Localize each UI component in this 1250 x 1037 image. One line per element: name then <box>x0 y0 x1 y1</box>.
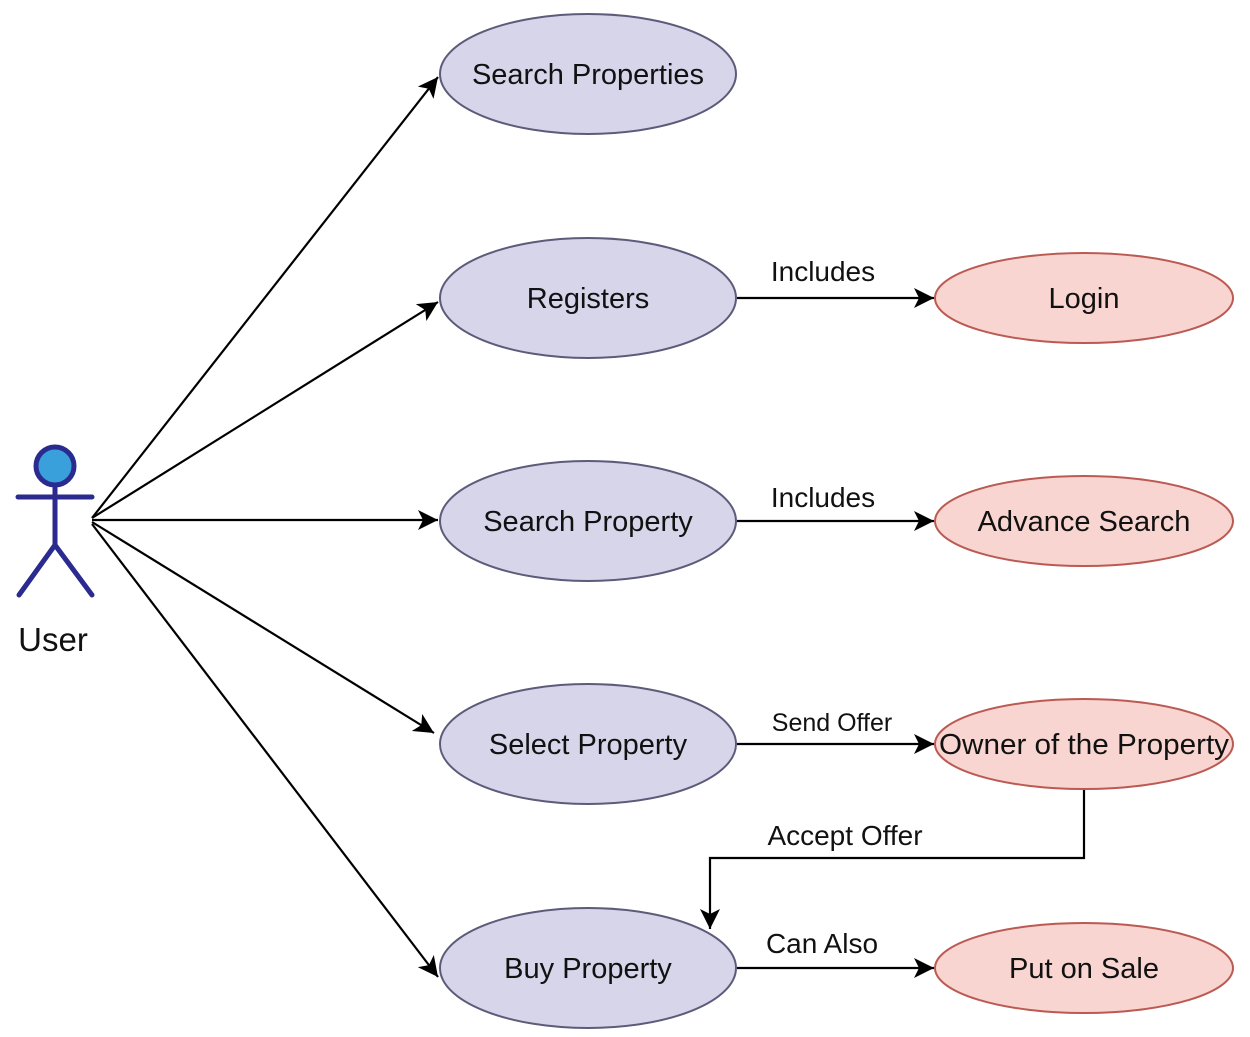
use-case-login: Login <box>934 252 1234 344</box>
use-case-select-property: Select Property <box>439 683 737 805</box>
use-case-search-properties: Search Properties <box>439 13 737 135</box>
actor-label: User <box>18 621 88 658</box>
use-case-put-on-sale: Put on Sale <box>934 922 1234 1014</box>
label-registers-login: Includes <box>771 256 875 287</box>
svg-text:Advance Search: Advance Search <box>978 506 1191 538</box>
edge-user-search-properties <box>91 76 439 519</box>
svg-text:Select Property: Select Property <box>489 729 688 761</box>
use-case-registers: Registers <box>439 237 737 359</box>
svg-text:Buy Property: Buy Property <box>504 953 672 985</box>
label-search-advance: Includes <box>771 482 875 513</box>
svg-text:Owner of the Property: Owner of the Property <box>939 729 1230 761</box>
svg-text:Login: Login <box>1049 283 1120 315</box>
svg-text:Search Property: Search Property <box>483 506 693 538</box>
label-owner-buy: Accept Offer <box>767 820 922 851</box>
edge-owner-buy-property <box>700 790 1086 929</box>
edge-user-select-property <box>91 521 435 734</box>
edge-user-registers <box>91 301 439 519</box>
label-buy-sale: Can Also <box>766 928 878 959</box>
use-case-search-property: Search Property <box>439 460 737 582</box>
svg-text:Put on Sale: Put on Sale <box>1009 953 1159 985</box>
edge-user-buy-property <box>91 523 439 978</box>
use-case-advance-search: Advance Search <box>934 475 1234 567</box>
use-case-owner-of-the-property: Owner of the Property <box>934 698 1234 790</box>
svg-text:Registers: Registers <box>527 283 650 315</box>
label-select-owner: Send Offer <box>772 709 892 737</box>
svg-text:Search Properties: Search Properties <box>472 59 704 91</box>
use-case-buy-property: Buy Property <box>439 907 737 1029</box>
actor-user: User <box>15 444 95 658</box>
stick-figure-icon <box>15 444 95 598</box>
